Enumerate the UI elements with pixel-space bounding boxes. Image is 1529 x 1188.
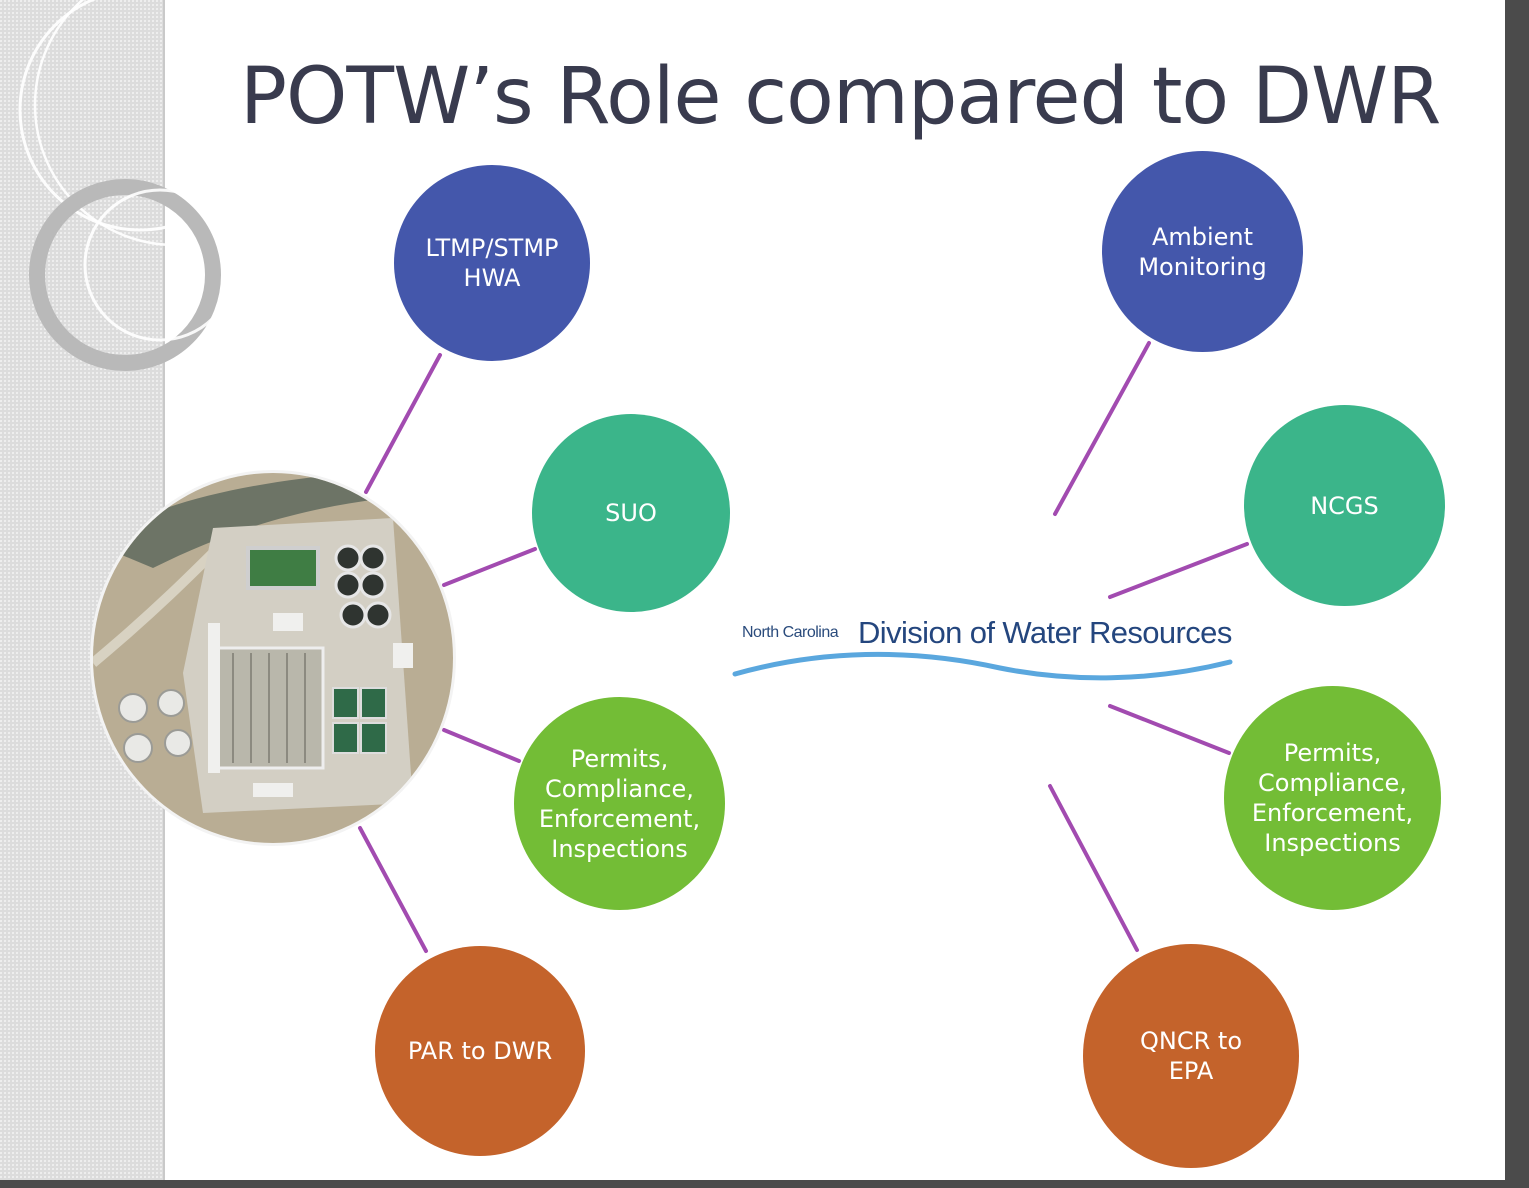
wastewater-treatment-plant-aerial-photo	[93, 473, 453, 843]
connector-dwr-qncr	[1048, 784, 1139, 952]
bottom-frame-border	[0, 1180, 1529, 1188]
node-label: Ambient Monitoring	[1138, 222, 1267, 281]
node-label: PAR to DWR	[407, 1037, 553, 1065]
node-ltmp-stmp-hwa: LTMP/STMP HWA	[394, 165, 590, 361]
node-label: SUO	[605, 499, 657, 527]
node-label: Permits, Compliance, Enforcement, Inspec…	[538, 744, 701, 863]
dwr-logo: North Carolina Division of Water Resourc…	[730, 612, 1240, 692]
connector-potw-par	[358, 826, 428, 953]
node-potw-permits: Permits, Compliance, Enforcement, Inspec…	[514, 697, 725, 910]
connector-dwr-ncgs	[1108, 542, 1249, 599]
connector-dwr-permits	[1108, 704, 1231, 755]
slide-title: POTW’s Role compared to DWR	[240, 52, 1441, 142]
decorative-rings	[18, 0, 317, 371]
node-ncgs: NCGS	[1244, 405, 1445, 606]
node-label: LTMP/STMP HWA	[425, 234, 559, 292]
node-ambient-monitoring: Ambient Monitoring	[1102, 151, 1303, 352]
dwr-logo-state: North Carolina	[742, 624, 839, 641]
node-par-to-dwr: PAR to DWR	[375, 946, 585, 1156]
right-frame-border	[1505, 0, 1529, 1188]
connector-dwr-ambient	[1053, 341, 1151, 516]
dwr-logo-name: Division of Water Resources	[858, 615, 1232, 650]
connector-potw-suo	[442, 547, 537, 587]
water-wave-icon	[732, 651, 1233, 681]
node-label: Permits, Compliance, Enforcement, Inspec…	[1251, 739, 1414, 857]
node-label: QNCR to EPA	[1140, 1027, 1242, 1085]
connector-potw-ltmp	[364, 353, 442, 494]
node-suo: SUO	[532, 414, 730, 612]
node-dwr-permits: Permits, Compliance, Enforcement, Inspec…	[1224, 686, 1441, 910]
node-qncr-to-epa: QNCR to EPA	[1083, 944, 1299, 1168]
connector-potw-permits	[442, 728, 521, 763]
node-label: NCGS	[1310, 491, 1379, 520]
